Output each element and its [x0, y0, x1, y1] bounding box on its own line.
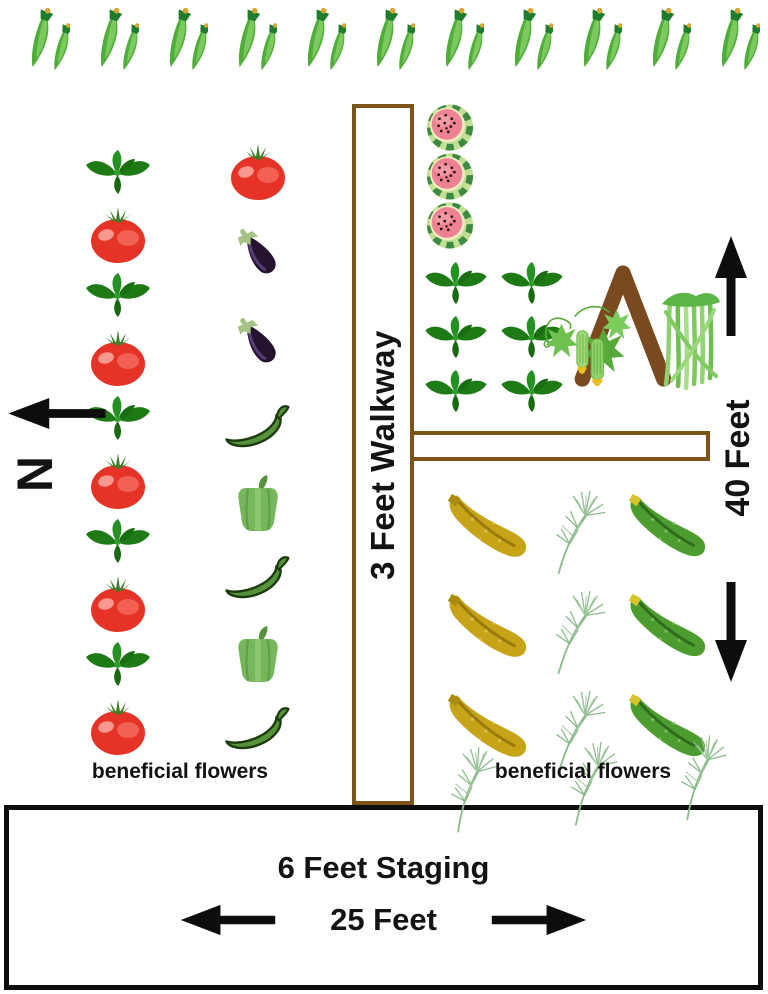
trellis-icon	[568, 258, 680, 388]
squash-yellow-icon	[438, 590, 534, 672]
zucchini-green-icon	[620, 591, 712, 671]
basil-icon	[497, 315, 567, 359]
down-arrow-icon	[713, 582, 749, 682]
beneficial-flowers-label-right: beneficial flowers	[494, 760, 672, 783]
left-bed-column-2	[214, 141, 302, 754]
basil-icon	[82, 149, 154, 195]
okra-pair-icon	[698, 4, 760, 70]
watermelon-icon	[423, 103, 477, 152]
left-bed-column-1	[79, 149, 157, 756]
okra-pair-icon	[353, 4, 415, 70]
dill-icon	[545, 587, 609, 675]
okra-pair-icon	[146, 4, 208, 70]
okra-pair-icon	[215, 4, 277, 70]
bellpepper-icon	[233, 624, 283, 682]
walkway-label: 3 Feet Walkway	[364, 329, 401, 580]
north-label: N	[7, 455, 63, 493]
watermelon-column	[423, 103, 477, 250]
vertical-walkway: 3 Feet Walkway	[352, 104, 414, 805]
okra-pair-icon	[560, 4, 622, 70]
okra-pair-icon	[77, 4, 139, 70]
okra-pair-icon	[284, 4, 346, 70]
watermelon-icon	[423, 201, 477, 250]
chili-icon	[218, 402, 298, 452]
tomato-icon	[85, 327, 151, 387]
chili-icon	[218, 553, 298, 603]
staging-width-label: 25 Feet	[330, 902, 437, 937]
bed-height-label: 40 Feet	[718, 399, 757, 517]
basil-icon	[497, 261, 567, 305]
right-arrow-icon	[489, 903, 589, 937]
eggplant-icon	[226, 312, 290, 380]
basil-icon	[497, 369, 567, 413]
tomato-icon	[85, 204, 151, 264]
left-arrow-icon	[178, 903, 278, 937]
tomato-icon	[85, 573, 151, 633]
basil-grid	[421, 261, 567, 413]
bellpepper-icon	[233, 473, 283, 531]
right-bed-bottom-grid	[436, 486, 714, 776]
zucchini-green-icon	[620, 491, 712, 571]
okra-pair-icon	[629, 4, 691, 70]
tomato-icon	[85, 696, 151, 756]
okra-pair-icon	[491, 4, 553, 70]
okra-pair-icon	[8, 4, 70, 70]
staging-area-box: 6 Feet Staging 25 Feet	[4, 805, 763, 990]
okra-border-row	[8, 4, 760, 70]
tomato-icon	[225, 141, 291, 201]
squash-yellow-icon	[438, 490, 534, 572]
basil-icon	[82, 518, 154, 564]
basil-icon	[421, 261, 491, 305]
staging-width-row: 25 Feet	[178, 902, 589, 938]
tomato-icon	[85, 450, 151, 510]
staging-title: 6 Feet Staging	[277, 850, 490, 885]
horizontal-walkway	[411, 431, 710, 461]
up-arrow-icon	[713, 236, 749, 336]
basil-icon	[82, 272, 154, 318]
basil-icon	[82, 641, 154, 687]
zucchini-green-icon	[620, 691, 712, 771]
beneficial-flowers-label-left: beneficial flowers	[91, 760, 269, 783]
chili-icon	[218, 704, 298, 754]
watermelon-icon	[423, 152, 477, 201]
okra-pair-icon	[422, 4, 484, 70]
eggplant-icon	[226, 223, 290, 291]
north-arrow-icon	[8, 396, 106, 431]
basil-icon	[421, 315, 491, 359]
basil-icon	[421, 369, 491, 413]
dill-icon	[545, 487, 609, 575]
